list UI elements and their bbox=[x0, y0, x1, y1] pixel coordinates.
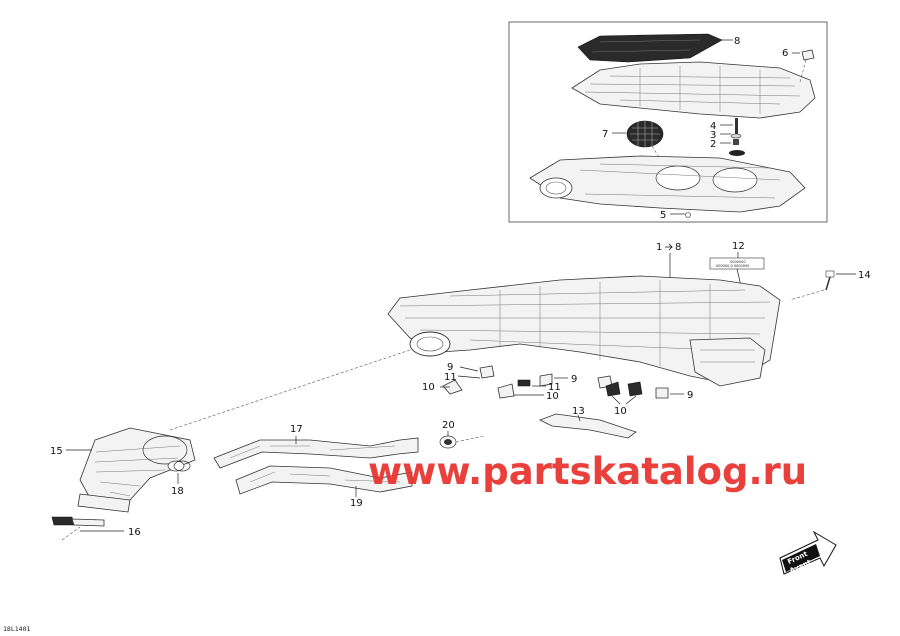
drawing-code: 18L1401 bbox=[3, 625, 30, 633]
part-top-cover bbox=[577, 33, 723, 63]
callout-13: 13 bbox=[572, 406, 585, 417]
part-lower-housing-inset bbox=[529, 155, 806, 213]
callout-3: 3 bbox=[710, 130, 716, 141]
callout-15: 15 bbox=[50, 446, 63, 457]
callout-8-top: 8 bbox=[734, 36, 740, 47]
watermark-text: www.partskatalog.ru bbox=[368, 450, 807, 493]
part-screw-stack bbox=[729, 118, 745, 156]
part-filter-7 bbox=[626, 120, 664, 148]
callout-7: 7 bbox=[602, 129, 608, 140]
callout-17: 17 bbox=[290, 424, 303, 435]
detail-inset-frame bbox=[508, 21, 828, 223]
front-direction-arrow: Front Avant bbox=[779, 530, 837, 575]
callout-16: 16 bbox=[128, 527, 141, 538]
part-clamp-20 bbox=[439, 435, 457, 449]
part-upper-housing bbox=[571, 61, 816, 119]
part-bolt-14 bbox=[825, 270, 835, 291]
svg-text:0000000: 0000000 bbox=[730, 260, 746, 264]
part-decal-12: 0000000 000000 0 0000000 bbox=[709, 257, 765, 270]
callout-5: 5 bbox=[660, 210, 666, 221]
callout-6: 6 bbox=[782, 48, 788, 59]
callout-19: 19 bbox=[350, 498, 363, 509]
part-fastener-6 bbox=[799, 49, 815, 83]
callout-4: 4 bbox=[710, 121, 716, 132]
part-16 bbox=[51, 516, 105, 527]
part-clips-right bbox=[597, 375, 669, 399]
callout-12: 12 bbox=[732, 241, 745, 252]
callout-11-a: 11 bbox=[444, 372, 457, 383]
part-hose-19 bbox=[235, 465, 413, 495]
callout-14: 14 bbox=[858, 270, 871, 281]
part-hose-17 bbox=[213, 437, 419, 469]
part-main-airbox bbox=[387, 275, 781, 387]
callout-2: 2 bbox=[710, 139, 716, 150]
callout-18: 18 bbox=[171, 486, 184, 497]
callout-1: 1 bbox=[656, 242, 662, 253]
callout-9-c: 9 bbox=[687, 390, 693, 401]
callout-9-a: 9 bbox=[447, 362, 453, 373]
callout-20: 20 bbox=[442, 420, 455, 431]
callout-10-b: 10 bbox=[546, 391, 559, 402]
callout-8-range: 8 bbox=[675, 242, 681, 253]
callout-11-b: 11 bbox=[548, 382, 561, 393]
part-clamp-18 bbox=[167, 460, 191, 472]
callout-10-c: 10 bbox=[614, 406, 627, 417]
part-clips-left bbox=[442, 365, 553, 399]
part-strap-13 bbox=[539, 413, 637, 439]
callout-9-b: 9 bbox=[571, 374, 577, 385]
callout-10-a: 10 bbox=[422, 382, 435, 393]
svg-text:000000 0 0000000: 000000 0 0000000 bbox=[716, 264, 749, 268]
part-intake-adapter-15 bbox=[77, 427, 196, 513]
